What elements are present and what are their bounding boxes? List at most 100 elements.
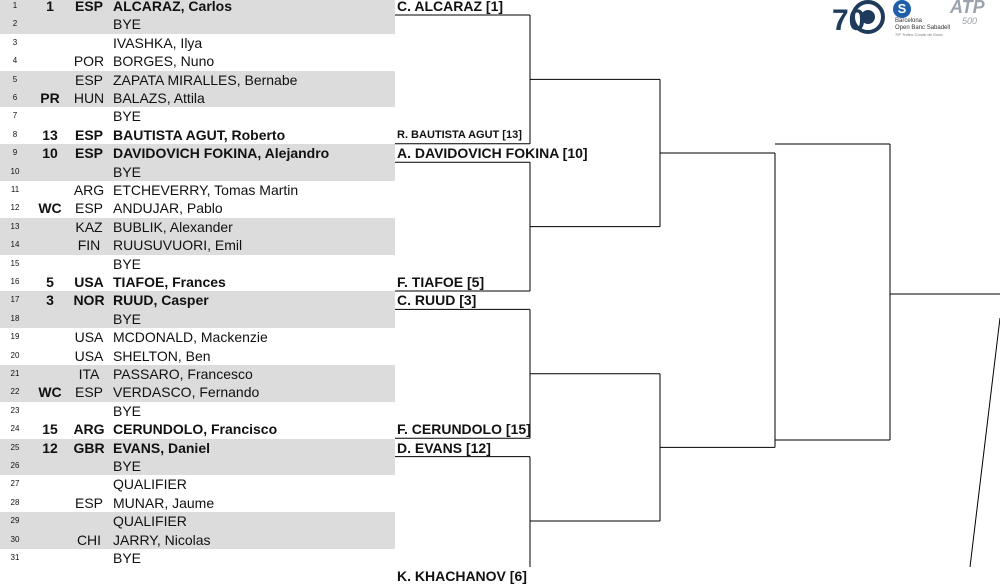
player-name: QUALIFIER: [113, 513, 187, 530]
country-code: ITA: [78, 366, 100, 382]
country-code: ESP: [74, 0, 103, 14]
anniversary-logo: 70: [830, 0, 890, 40]
player-name: BYE: [113, 108, 142, 125]
player-name: EVANS, Daniel: [113, 439, 210, 456]
country-code: ESP: [74, 126, 103, 143]
sponsor-line-1: Barcelona: [895, 18, 923, 24]
player-name: ANDUJAR, Pablo: [113, 200, 223, 217]
draw-position: 3: [12, 37, 18, 47]
player-name: BYE: [113, 550, 142, 566]
player-name: MCDONALD, Mackenzie: [113, 329, 268, 346]
player-name: QUALIFIER: [113, 476, 187, 493]
draw-position: 18: [10, 313, 20, 323]
draw-row: 4 POR BORGES, Nuno: [0, 52, 395, 70]
atp-wordmark: ATP: [950, 0, 985, 17]
draw-position: 27: [10, 479, 20, 489]
draw-position: 22: [10, 387, 20, 397]
player-name: BALAZS, Attila: [113, 90, 205, 106]
player-name: BAUTISTA AGUT, Roberto: [113, 126, 286, 143]
player-name: BYE: [113, 458, 142, 474]
player-name: JARRY, Nicolas: [113, 531, 211, 548]
anniversary-70-icon: 70: [832, 0, 885, 37]
draw-row: 3 IVASHKA, Ilya: [0, 34, 395, 52]
player-name: BUBLIK, Alexander: [113, 218, 233, 235]
player-name: VERDASCO, Fernando: [113, 384, 260, 401]
round2-player: K. KHACHANOV [6]: [397, 568, 527, 584]
draw-position: 28: [10, 497, 20, 507]
draw-position: 15: [10, 258, 20, 268]
country-code: ESP: [74, 200, 103, 217]
country-code: ARG: [73, 421, 105, 438]
draw-position: 20: [10, 350, 20, 360]
sponsor-line-3: 70º Trofeo Conde de Godó: [895, 32, 943, 37]
round2-player: C. ALCARAZ [1]: [397, 0, 504, 14]
round2-player: F. TIAFOE [5]: [397, 274, 485, 290]
draw-position: 6: [12, 93, 18, 102]
draw-position: 8: [12, 129, 18, 139]
seed-label: 15: [42, 421, 58, 438]
country-code: ESP: [74, 384, 103, 401]
player-name: CERUNDOLO, Francisco: [113, 421, 278, 438]
seed-label: 3: [46, 292, 54, 309]
country-code: USA: [74, 329, 104, 346]
atp-level: 500: [962, 16, 978, 26]
player-name: BYE: [113, 16, 142, 33]
country-code: POR: [73, 53, 105, 70]
bracket-lines: [395, 14, 1000, 567]
round2-player: D. EVANS [12]: [397, 439, 491, 456]
seed-label: WC: [38, 200, 62, 217]
seed-label: 10: [42, 145, 58, 162]
draw-position: 17: [10, 295, 20, 305]
draw-position: 1: [12, 1, 18, 10]
atp-logo: ATP 500: [950, 0, 1000, 40]
round2-player: R. BAUTISTA AGUT [13]: [397, 128, 522, 141]
sabadell-s-icon: S: [893, 0, 911, 18]
round2-player: F. CERUNDOLO [15]: [397, 421, 531, 438]
draw-row: 27 QUALIFIER: [0, 475, 395, 493]
player-name: IVASHKA, Ilya: [113, 34, 203, 51]
draw-position: 25: [10, 442, 20, 452]
draw-position: 29: [10, 516, 20, 526]
round2-player: C. RUUD [3]: [397, 292, 477, 309]
seed-label: PR: [40, 90, 60, 106]
draw-position: 14: [10, 240, 20, 250]
draw-row: 24 15 ARG CERUNDOLO, Francisco: [0, 420, 395, 438]
draw-position: 24: [10, 424, 20, 434]
player-name: BYE: [113, 163, 142, 180]
player-name: BYE: [113, 402, 142, 419]
player-name: TIAFOE, Frances: [113, 274, 226, 290]
country-code: ESP: [74, 145, 103, 162]
country-code: FIN: [77, 237, 101, 254]
player-name: BORGES, Nuno: [113, 53, 215, 70]
player-name: SHELTON, Ben: [113, 347, 211, 364]
sponsor-logo: S Barcelona Open Banc Sabadell 70º Trofe…: [893, 0, 955, 40]
draw-position: 9: [12, 148, 18, 158]
draw-position: 12: [10, 203, 20, 213]
draw-position: 11: [10, 185, 20, 194]
country-code: KAZ: [75, 218, 103, 235]
draw-position: 4: [12, 56, 18, 66]
country-code: NOR: [73, 292, 105, 309]
draw-row: 12 WC ESP ANDUJAR, Pablo: [0, 199, 395, 217]
seed-label: 12: [42, 439, 58, 456]
